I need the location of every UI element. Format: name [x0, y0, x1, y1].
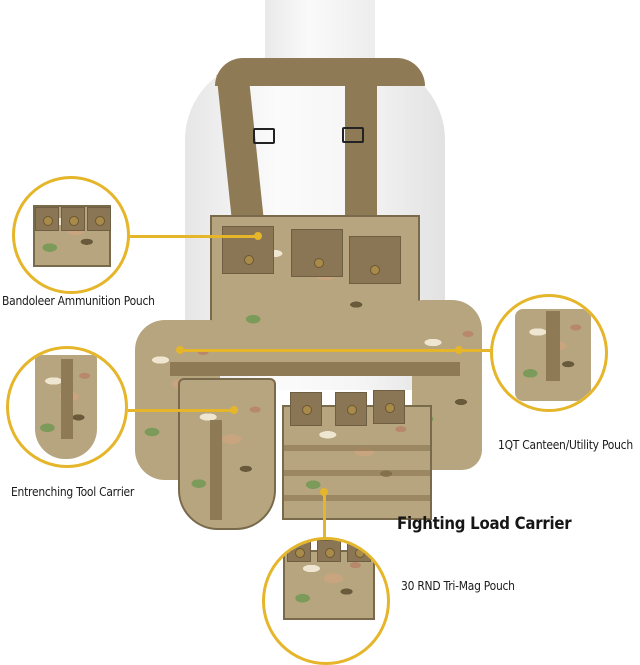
connector-dot-canteen-left	[176, 346, 184, 354]
buckle-left	[253, 128, 275, 144]
label-canteen: 1QT Canteen/Utility Pouch	[498, 437, 633, 452]
waist-belt	[170, 362, 460, 376]
trimag-image-flap-2	[317, 540, 341, 562]
callout-trimag	[262, 537, 390, 665]
bandoleer-flap-3	[87, 207, 111, 231]
trimag-flap-3	[373, 390, 405, 424]
trimag-flap-1	[290, 392, 322, 426]
trimag-molle-2	[284, 470, 430, 476]
bandoleer-flap-2	[61, 207, 85, 231]
connector-trimag	[323, 492, 326, 542]
connector-bandoleer	[128, 235, 258, 238]
label-entrenching: Entrenching Tool Carrier	[11, 484, 135, 499]
connector-canteen	[180, 349, 490, 352]
buckle-right	[342, 127, 364, 143]
trimag-image-flap-1	[287, 540, 311, 562]
callout-entrenching	[6, 346, 128, 468]
bandoleer-flap-1	[35, 207, 59, 231]
chest-flap-2	[291, 229, 343, 277]
canteen-strap	[546, 311, 560, 381]
connector-entrenching	[128, 409, 233, 412]
trimag-image	[283, 550, 375, 620]
connector-dot-entrenching	[230, 406, 238, 414]
trimag-image-flap-3	[347, 540, 371, 562]
callout-canteen	[490, 294, 608, 412]
chest-flap-1	[222, 226, 274, 274]
entrenching-strap	[210, 420, 222, 520]
label-bandoleer: Bandoleer Ammunition Pouch	[2, 293, 155, 308]
callout-bandoleer	[12, 176, 130, 294]
right-strap	[345, 75, 377, 235]
entrenching-carrier-on-vest	[178, 378, 276, 530]
label-trimag: 30 RND Tri-Mag Pouch	[401, 578, 515, 593]
entrenching-image-strap	[61, 359, 73, 439]
trimag-molle-1	[284, 445, 430, 451]
connector-dot-canteen-right	[455, 346, 463, 354]
yoke	[215, 58, 425, 86]
connector-dot-bandoleer	[254, 232, 262, 240]
trimag-molle-3	[284, 495, 430, 501]
chest-flap-3	[349, 236, 401, 284]
connector-dot-trimag	[320, 488, 328, 496]
product-title: Fighting Load Carrier	[397, 514, 572, 534]
trimag-flap-2	[335, 392, 367, 426]
